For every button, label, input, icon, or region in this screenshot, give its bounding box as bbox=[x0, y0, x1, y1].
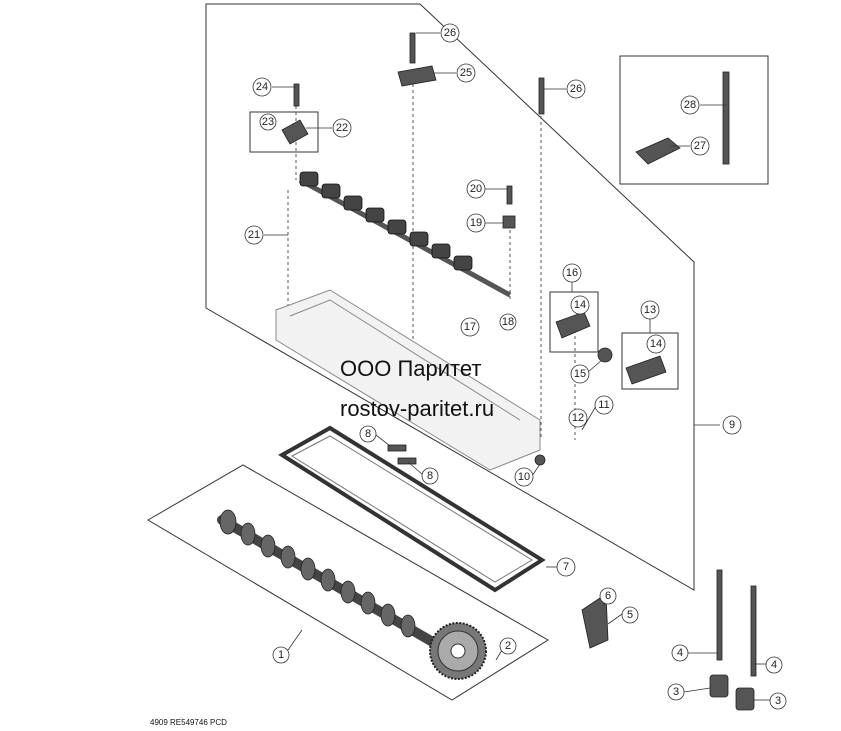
callout-11: 11 bbox=[598, 399, 609, 411]
watermark-url: rostov-paritet.ru bbox=[340, 396, 495, 421]
callout-4-left: 4 bbox=[677, 647, 683, 659]
frame-14-16 bbox=[549, 291, 599, 353]
callout-9: 9 bbox=[729, 419, 735, 431]
callout-6: 6 bbox=[605, 590, 611, 602]
callout-21: 21 bbox=[248, 229, 260, 241]
callout-15: 15 bbox=[574, 368, 586, 380]
callout-7: 7 bbox=[563, 561, 569, 573]
callout-28: 28 bbox=[684, 99, 696, 111]
callout-5: 5 bbox=[627, 609, 633, 621]
callout-23: 23 bbox=[262, 116, 274, 128]
callout-26-right: 26 bbox=[570, 83, 582, 95]
callout-14-left: 14 bbox=[574, 299, 586, 311]
callout-22: 22 bbox=[336, 122, 348, 134]
callout-4-right: 4 bbox=[771, 659, 777, 671]
callout-16: 16 bbox=[566, 267, 578, 279]
camshaft bbox=[217, 509, 487, 680]
callout-20: 20 bbox=[470, 183, 482, 195]
callout-3-right: 3 bbox=[775, 695, 781, 707]
callout-2: 2 bbox=[505, 640, 511, 652]
frame-pushrod-inset bbox=[619, 55, 769, 185]
frame-rocker-assembly bbox=[205, 3, 695, 591]
frame-22-23 bbox=[249, 111, 319, 153]
figure-code: 4909 RE549746 PCD bbox=[150, 718, 227, 727]
callout-8-top: 8 bbox=[365, 428, 371, 440]
callout-8-bottom: 8 bbox=[427, 470, 433, 482]
callout-26-top: 26 bbox=[444, 27, 456, 39]
cylinder-head bbox=[275, 289, 541, 471]
frame-camshaft bbox=[147, 464, 549, 701]
misc-parts bbox=[281, 32, 757, 711]
callout-14-right: 14 bbox=[650, 338, 662, 350]
callout-3-left: 3 bbox=[673, 686, 679, 698]
callout-circles bbox=[244, 23, 787, 710]
callout-13: 13 bbox=[644, 304, 656, 316]
watermark-company: ООО Паритет bbox=[340, 356, 482, 381]
callout-17: 17 bbox=[464, 321, 476, 333]
callout-12: 12 bbox=[572, 412, 584, 424]
valve-cover-gasket bbox=[278, 425, 546, 593]
callout-27: 27 bbox=[694, 140, 706, 152]
callout-10: 10 bbox=[518, 471, 530, 483]
callout-1: 1 bbox=[278, 649, 284, 661]
callout-19: 19 bbox=[470, 217, 482, 229]
callout-24: 24 bbox=[256, 81, 268, 93]
rocker-shaft-assembly bbox=[298, 171, 512, 298]
callout-25: 25 bbox=[460, 67, 472, 79]
callout-18: 18 bbox=[502, 316, 514, 328]
